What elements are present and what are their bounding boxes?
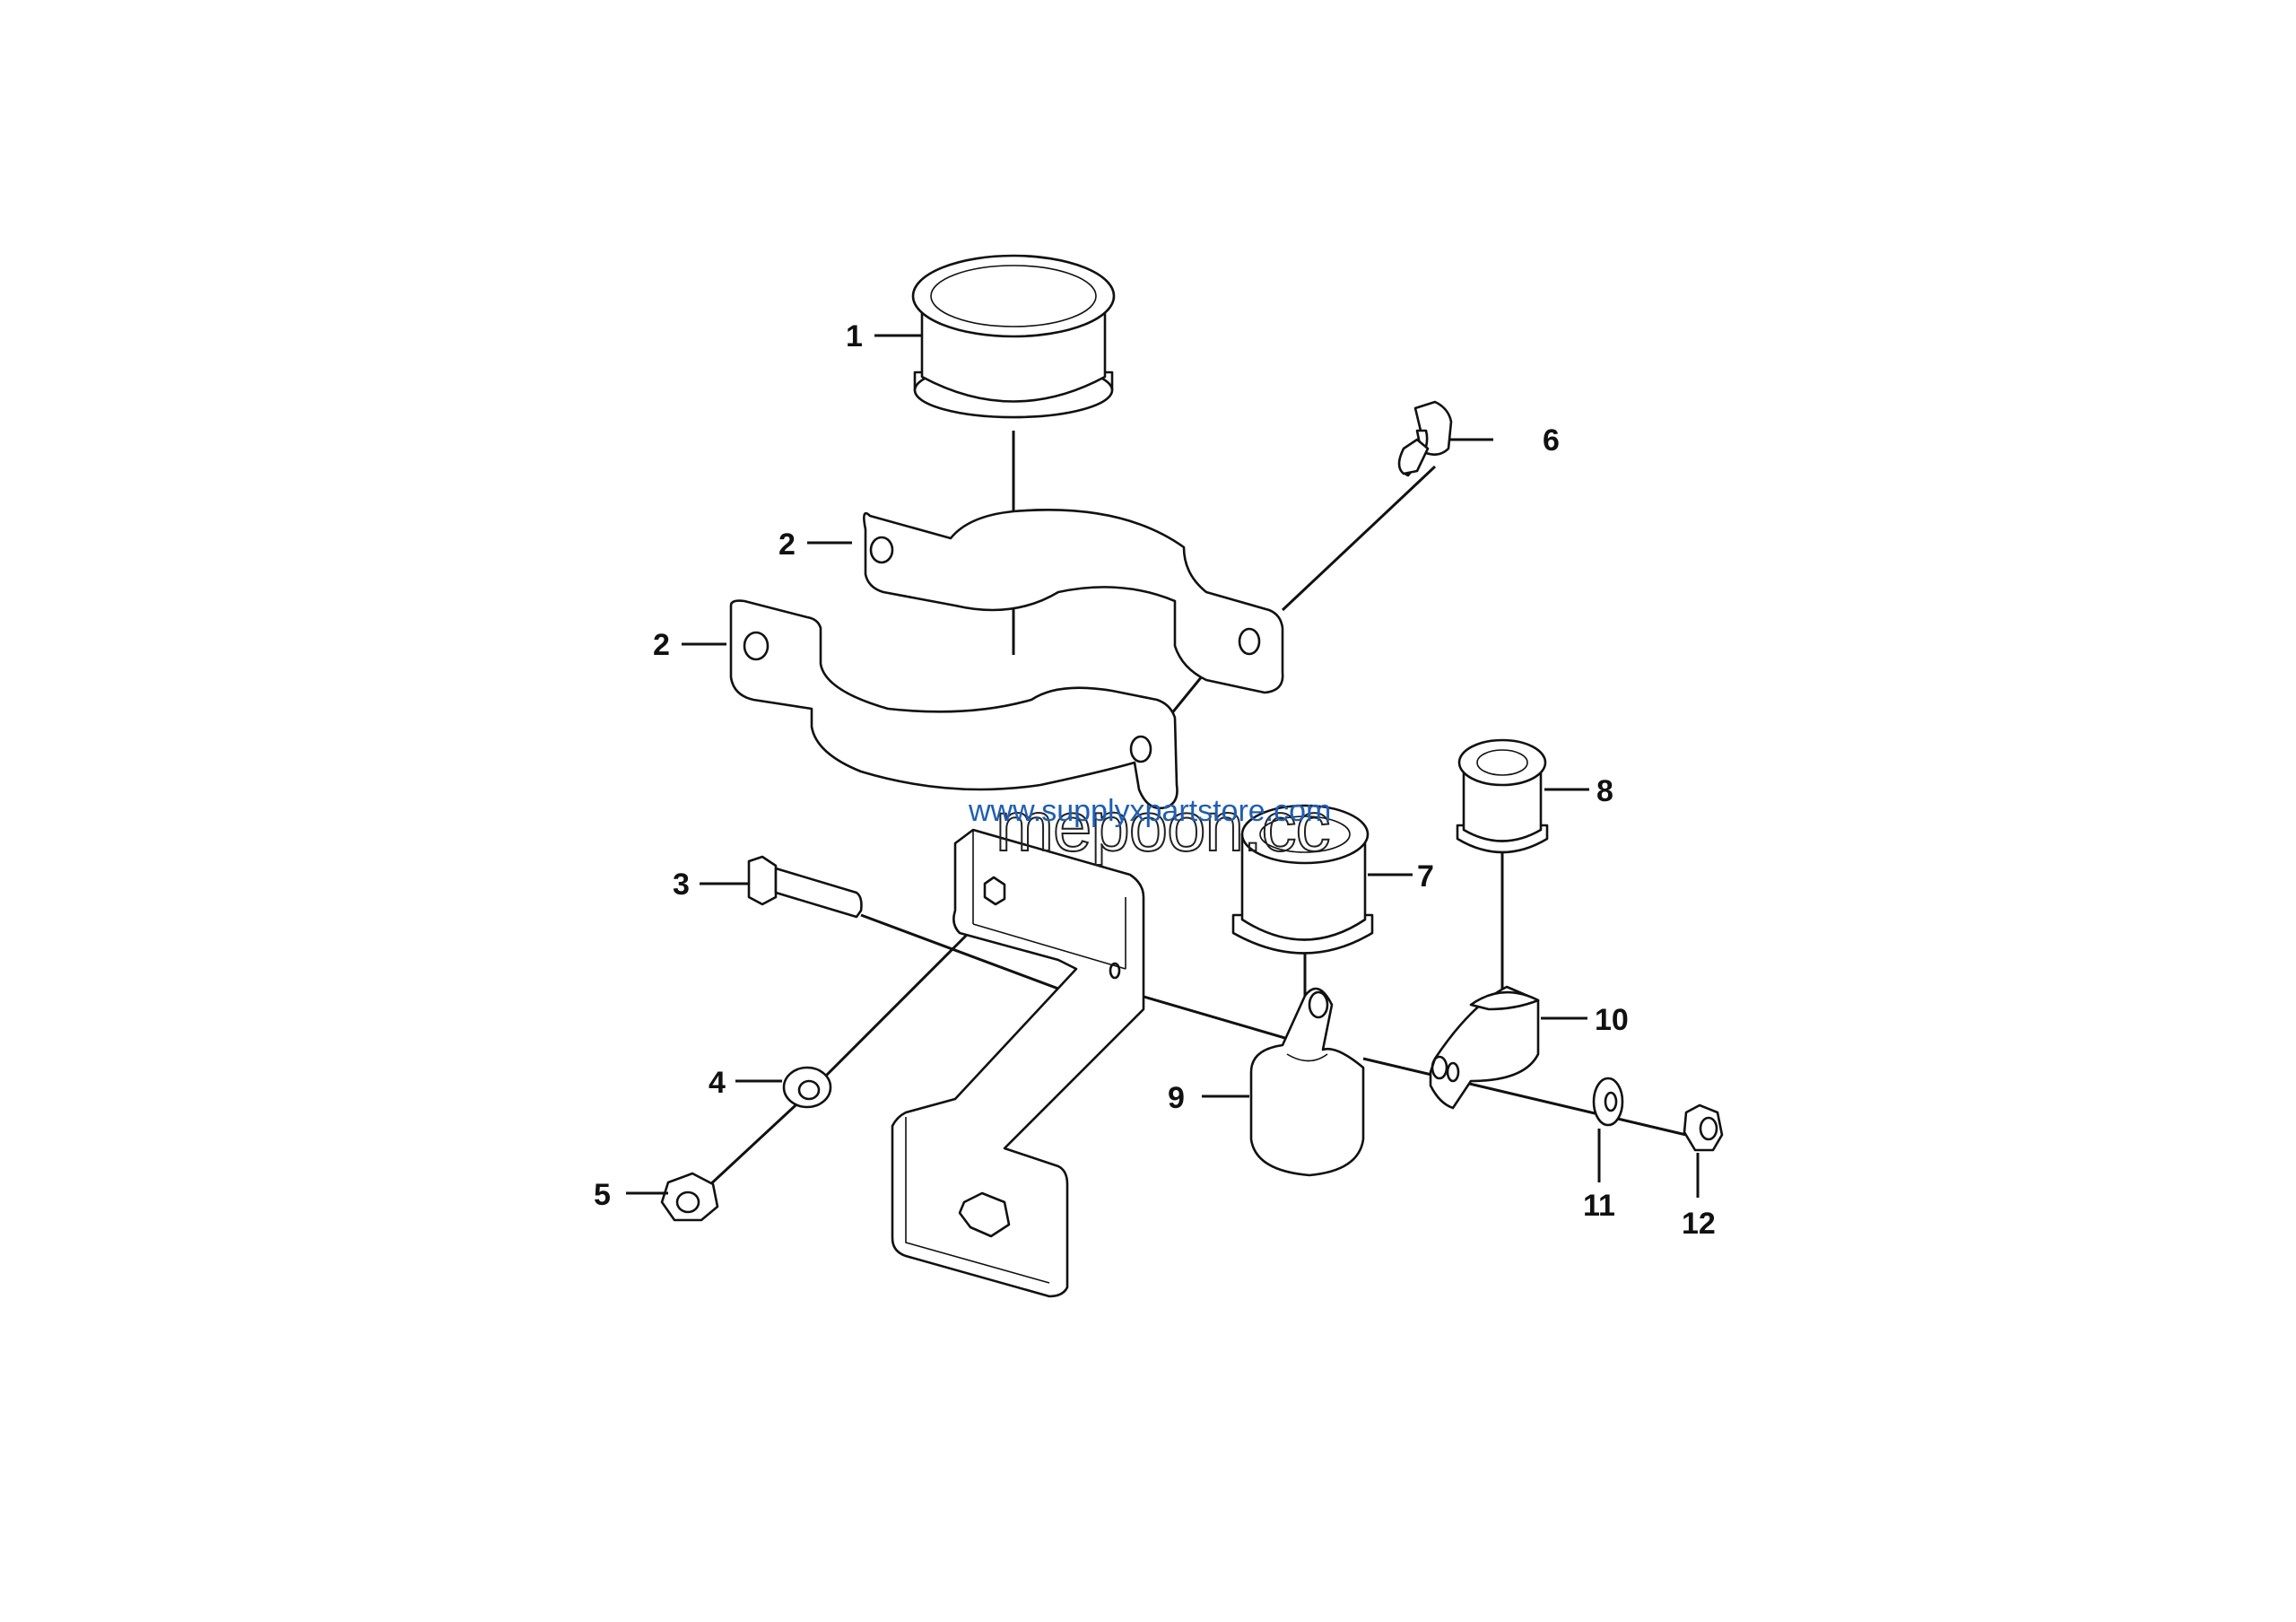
callout-11: 11 bbox=[1583, 1189, 1615, 1223]
flat-washer-right bbox=[1592, 1077, 1624, 1127]
callout-3: 3 bbox=[673, 868, 690, 902]
large-rubber-bushing bbox=[911, 254, 1116, 419]
watermark: mepoon.cc www.supplyxpartstore.com bbox=[968, 786, 1332, 867]
callout-1: 1 bbox=[846, 319, 863, 353]
callout-leaders bbox=[626, 334, 1700, 1198]
callout-6: 6 bbox=[1543, 423, 1560, 458]
callout-labels: 1 2 2 3 4 5 6 7 8 9 10 11 12 bbox=[594, 319, 1716, 1241]
callout-5: 5 bbox=[594, 1178, 611, 1212]
lug-strap-clip bbox=[1429, 985, 1540, 1110]
strap-clip bbox=[1249, 987, 1365, 1177]
upper-clamp-half bbox=[863, 509, 1284, 694]
main-support-bracket bbox=[891, 828, 1145, 1298]
callout-2-lower: 2 bbox=[653, 628, 670, 662]
callout-7: 7 bbox=[1417, 859, 1434, 894]
flat-washer-left bbox=[782, 1066, 832, 1109]
upper-hex-bolt bbox=[1397, 400, 1453, 477]
callout-12: 12 bbox=[1682, 1207, 1716, 1241]
callout-4: 4 bbox=[709, 1066, 726, 1100]
callout-2-upper: 2 bbox=[778, 528, 796, 562]
small-rubber-bushing bbox=[1456, 738, 1549, 854]
long-hex-bolt bbox=[747, 855, 863, 919]
callout-8: 8 bbox=[1596, 774, 1613, 808]
callout-10: 10 bbox=[1595, 1003, 1629, 1037]
lower-clamp-half bbox=[729, 599, 1178, 810]
hex-nut-left bbox=[660, 1172, 719, 1222]
callout-9: 9 bbox=[1168, 1081, 1185, 1115]
medium-rubber-bushing bbox=[1231, 804, 1374, 955]
watermark-large: mepoon.cc bbox=[996, 787, 1330, 866]
hex-nut-right bbox=[1683, 1103, 1724, 1152]
watermark-small: www.supplyxpartstore.com bbox=[968, 794, 1331, 828]
